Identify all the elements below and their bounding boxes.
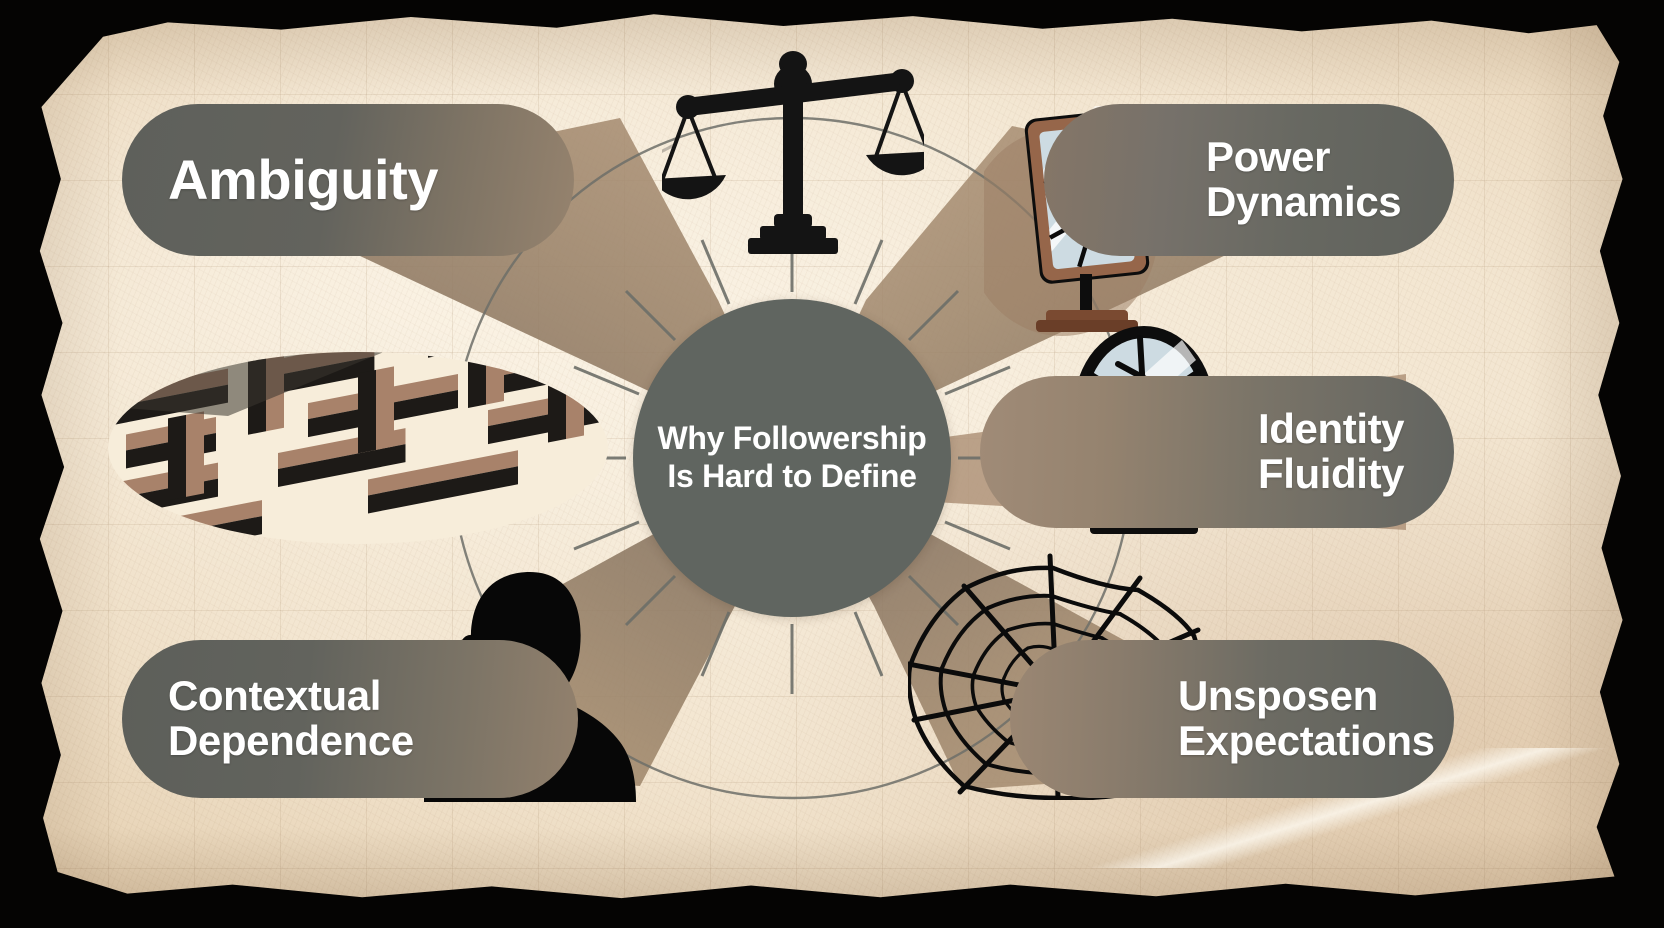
radial-spokes — [556, 222, 1028, 694]
balance-scales-icon — [621, 46, 940, 258]
node-label-ambiguity: Ambiguity — [168, 148, 439, 212]
node-pill-power-dynamics[interactable]: Power Dynamics — [1044, 104, 1454, 256]
node-label-unsposen-expectations: Unsposen Expectations — [1178, 672, 1435, 764]
node-pill-unsposen-expectations[interactable]: Unsposen Expectations — [1010, 640, 1454, 798]
node-label-power-dynamics: Power Dynamics — [1206, 133, 1402, 225]
node-pill-contextual-dependence[interactable]: Contextual Dependence — [122, 640, 578, 798]
node-pill-ambiguity[interactable]: Ambiguity — [122, 104, 574, 256]
center-hub-title: Why Followership Is Hard to Define — [657, 420, 927, 494]
center-hub: Why Followership Is Hard to Define — [633, 299, 951, 617]
maze-icon — [108, 352, 608, 544]
node-label-identity-fluidity: Identity Fluidity — [1258, 405, 1405, 497]
node-label-contextual-dependence: Contextual Dependence — [168, 672, 414, 764]
node-pill-identity-fluidity[interactable]: Identity Fluidity — [980, 376, 1454, 528]
